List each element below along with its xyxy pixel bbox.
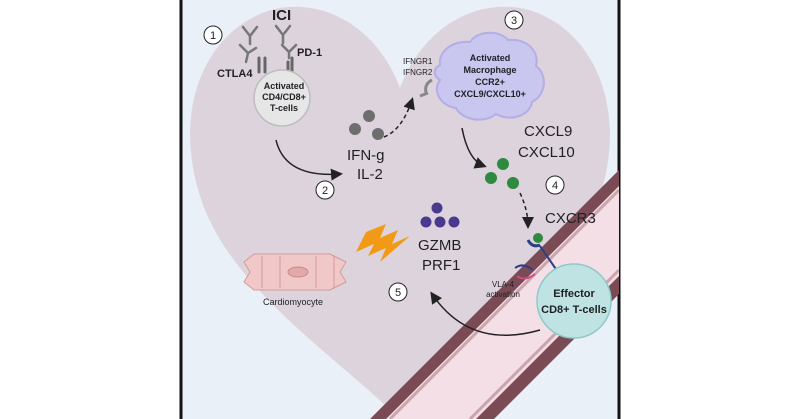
step-5-label: 5 [395,287,401,299]
step-3-label: 3 [511,15,517,27]
il2-label: IL-2 [357,166,383,183]
cardiomyocyte-cell [243,253,347,291]
tcell-label-1: Activated [264,81,305,91]
granzyme-particles [420,202,460,228]
step-1-label: 1 [210,30,216,42]
ifng-label: IFN-g [347,147,385,164]
effector-tcell [536,263,612,339]
arrow-icon [519,192,534,229]
receptor-icon [419,78,433,98]
vla4-label-2: activation [486,290,520,299]
ifngr2-label: IFNGR2 [403,68,433,77]
macrophage-label-3: CCR2+ [475,77,505,87]
macrophage-label-1: Activated [470,53,511,63]
step-2-marker [315,180,335,200]
cxcl9-label: CXCL9 [524,123,572,140]
step-4-label: 4 [552,180,558,192]
tcell-label-3: T-cells [270,103,298,113]
cxcl10-label: CXCL10 [518,144,575,161]
step-3-marker [504,10,524,30]
macrophage-label-4: CXCL9/CXCL10+ [454,89,526,99]
step-4-marker [545,175,565,195]
arrow-icon [430,291,541,336]
ici-label: ICI [272,7,291,24]
ctla4-label: CTLA4 [217,68,253,80]
arrow-icon [461,127,487,169]
effector-label-1: Effector [553,288,595,300]
arrow-icon [275,139,343,181]
antibody-icon [238,24,298,64]
pd1-label: PD-1 [297,47,322,59]
effector-label-2: CD8+ T-cells [541,304,607,316]
tcell-label-2: CD4/CD8+ [262,92,306,102]
step-5-marker [388,282,408,302]
step-2-label: 2 [322,185,328,197]
step-1-marker [203,25,223,45]
activated-tcell [253,69,311,127]
arrow-icon [383,97,415,138]
receptor-icon [514,264,536,280]
macrophage-label-2: Macrophage [463,65,516,75]
activated-macrophage [433,31,545,121]
chemokine-particles [485,158,519,189]
vla4-label-1: VLA-4 [492,280,515,289]
ifng-particles [349,110,384,140]
lightning-icon [356,224,410,262]
cardiomyocyte-label: Cardiomyocyte [263,297,323,307]
prf1-label: PRF1 [422,257,460,274]
ifngr1-label: IFNGR1 [403,57,433,66]
cxcr3-label: CXCR3 [545,210,596,227]
blood-vessel [370,170,619,419]
gzmb-label: GZMB [418,237,461,254]
